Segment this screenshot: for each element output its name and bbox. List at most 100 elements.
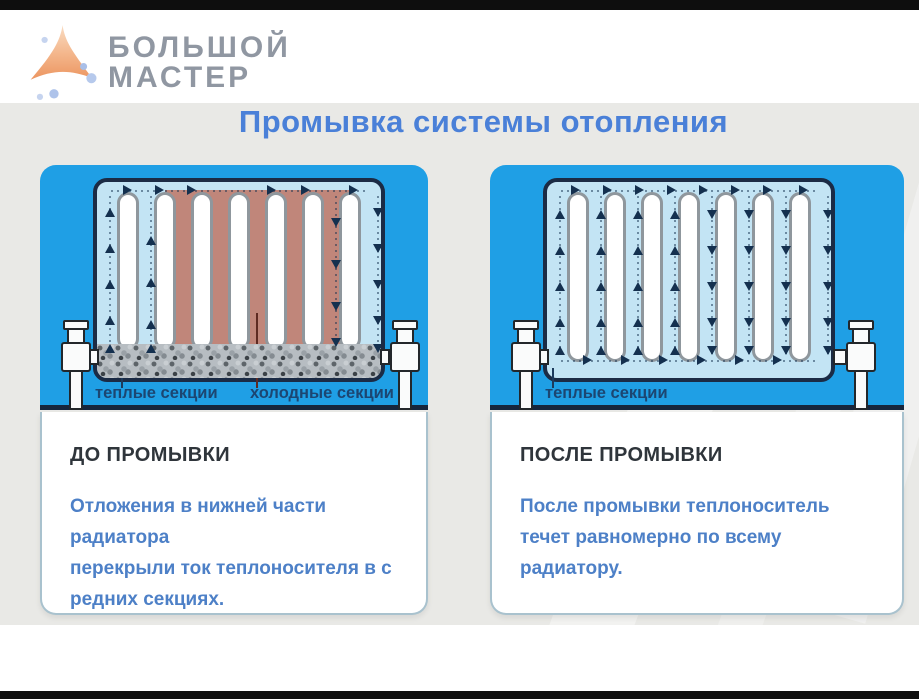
pointer-line (121, 368, 123, 388)
arrow-up-icon (105, 280, 115, 289)
arrow-up-icon (555, 282, 565, 291)
logo-text: БОЛЬШОЙ МАСТЕР (108, 33, 291, 93)
arrow-up-icon (670, 246, 680, 255)
arrow-right-icon (799, 185, 808, 195)
arrow-up-icon (633, 346, 643, 355)
arrow-down-icon (744, 210, 754, 219)
flow-dotted-line (150, 196, 152, 346)
radiator-after (543, 178, 835, 382)
arrow-right-icon (571, 185, 580, 195)
floor-line (490, 405, 904, 410)
arrow-right-icon (621, 355, 630, 365)
logo: БОЛЬШОЙ МАСТЕР (22, 20, 291, 102)
arrow-down-icon (744, 346, 754, 355)
arrow-up-icon (105, 208, 115, 217)
arrow-down-icon (744, 318, 754, 327)
flow-dotted-line (827, 196, 829, 356)
arrow-right-icon (301, 185, 310, 195)
arrow-up-icon (146, 344, 156, 353)
arrow-down-icon (781, 210, 791, 219)
arrow-right-icon (659, 355, 668, 365)
arrow-up-icon (105, 316, 115, 325)
arrow-down-icon (823, 210, 831, 219)
page-title: Промывка системы отопления (238, 104, 729, 139)
flow-dotted-line (748, 196, 750, 356)
arrow-up-icon (633, 246, 643, 255)
card-heading: ДО ПРОМЫВКИ (70, 444, 231, 466)
card-body-line: течет равномерно по всему (520, 527, 782, 548)
card-body-line: радиатору. (520, 558, 623, 579)
arrow-down-icon (707, 246, 717, 255)
arrow-up-icon (670, 210, 680, 219)
flow-dotted-line (600, 196, 602, 356)
arrow-down-icon (744, 282, 754, 291)
label-warm-sections: теплые секции (95, 384, 218, 402)
arrow-up-icon (146, 320, 156, 329)
arrow-down-icon (331, 338, 341, 347)
arrow-right-icon (697, 355, 706, 365)
arrow-right-icon (349, 185, 358, 195)
flow-dotted-line (785, 196, 787, 356)
arrow-down-icon (823, 246, 831, 255)
arrow-right-icon (735, 355, 744, 365)
arrow-up-icon (670, 346, 680, 355)
label-warm-sections: теплые секции (545, 384, 668, 402)
arrow-right-icon (731, 185, 740, 195)
arrow-down-icon (823, 282, 831, 291)
arrow-right-icon (583, 355, 592, 365)
arrow-up-icon (596, 282, 606, 291)
arrow-down-icon (373, 316, 381, 325)
arrow-up-icon (146, 236, 156, 245)
logo-line2: МАСТЕР (108, 61, 252, 94)
letterbox-top-bar (0, 0, 919, 10)
pointer-line (552, 368, 554, 388)
arrow-up-icon (146, 278, 156, 287)
arrow-down-icon (331, 302, 341, 311)
arrow-up-icon (596, 318, 606, 327)
card-heading: ПОСЛЕ ПРОМЫВКИ (520, 444, 723, 466)
flow-dotted-line (109, 196, 111, 346)
flow-dotted-line (674, 196, 676, 356)
arrow-up-icon (670, 282, 680, 291)
arrow-down-icon (823, 318, 831, 327)
label-cold-sections: холодные секции (250, 384, 394, 402)
arrow-up-icon (555, 210, 565, 219)
card-body-line: После промывки теплоноситель (520, 496, 830, 517)
arrow-up-icon (670, 318, 680, 327)
arrow-right-icon (267, 185, 276, 195)
arrow-down-icon (707, 282, 717, 291)
arrow-up-icon (633, 318, 643, 327)
arrow-up-icon (555, 346, 565, 355)
arrow-right-icon (699, 185, 708, 195)
arrow-down-icon (373, 344, 381, 353)
valve-right-icon (833, 320, 877, 410)
arrow-up-icon (555, 246, 565, 255)
header: БОЛЬШОЙ МАСТЕР (0, 10, 919, 103)
arrow-right-icon (773, 355, 782, 365)
arrow-down-icon (707, 346, 717, 355)
flow-dotted-line (335, 196, 337, 346)
arrow-up-icon (596, 210, 606, 219)
arrow-right-icon (667, 185, 676, 195)
arrow-right-icon (155, 185, 164, 195)
arrow-down-icon (823, 346, 831, 355)
arrow-right-icon (187, 185, 196, 195)
arrow-up-icon (633, 210, 643, 219)
arrow-down-icon (744, 246, 754, 255)
content-area: Промывка системы отопления теплые секции… (0, 103, 919, 625)
after-diagram-panel: теплые секции (490, 165, 904, 410)
arrow-down-icon (373, 208, 381, 217)
flow-dotted-line (711, 196, 713, 356)
card-body-line: редних секциях. (70, 589, 225, 610)
valve-right-icon (380, 320, 421, 410)
flow-dotted-line (377, 196, 379, 346)
arrow-down-icon (707, 210, 717, 219)
arrow-up-icon (596, 346, 606, 355)
arrow-down-icon (781, 318, 791, 327)
sediment-deposits (97, 344, 381, 378)
flow-arrows-layer (547, 182, 831, 378)
arrow-up-icon (633, 282, 643, 291)
logo-line1: БОЛЬШОЙ (108, 31, 291, 64)
arrow-up-icon (105, 244, 115, 253)
arrow-down-icon (373, 244, 381, 253)
